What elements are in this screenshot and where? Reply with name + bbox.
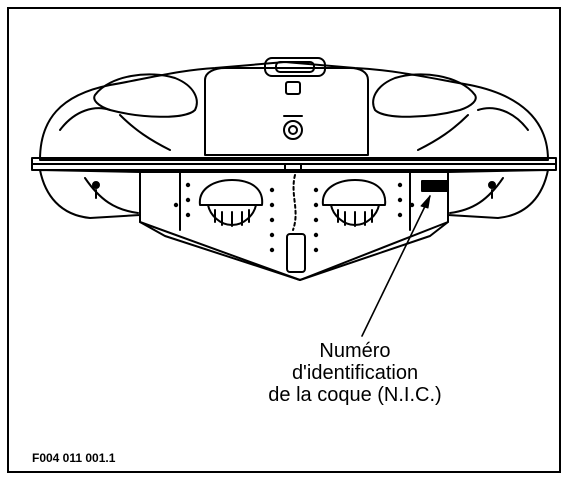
hin-plate — [421, 180, 449, 192]
rub-rail — [31, 157, 557, 171]
callout-leader-line — [361, 195, 431, 337]
right-sponson — [447, 169, 549, 219]
left-hump — [93, 73, 198, 118]
left-sponson — [39, 169, 141, 219]
hull-id-callout-label: Numéro d'identification de la coque (N.I… — [260, 340, 450, 406]
right-nozzle-cover — [321, 179, 387, 206]
center-plate — [286, 233, 306, 273]
left-nozzle-cover — [198, 179, 264, 206]
callout-arrowhead — [420, 195, 431, 209]
callout-line-3: de la coque (N.I.C.) — [268, 384, 442, 406]
brand-emblem — [283, 120, 303, 140]
center-panel — [204, 67, 369, 156]
figure-id-code: F004 011 001.1 — [32, 451, 116, 465]
callout-line-1: Numéro — [319, 340, 391, 362]
top-handle — [264, 57, 326, 77]
transom — [139, 171, 449, 281]
callout-line-2: d'identification — [291, 362, 419, 384]
fuel-cap — [285, 81, 301, 95]
upper-deck — [39, 61, 549, 161]
right-hump — [372, 73, 477, 118]
